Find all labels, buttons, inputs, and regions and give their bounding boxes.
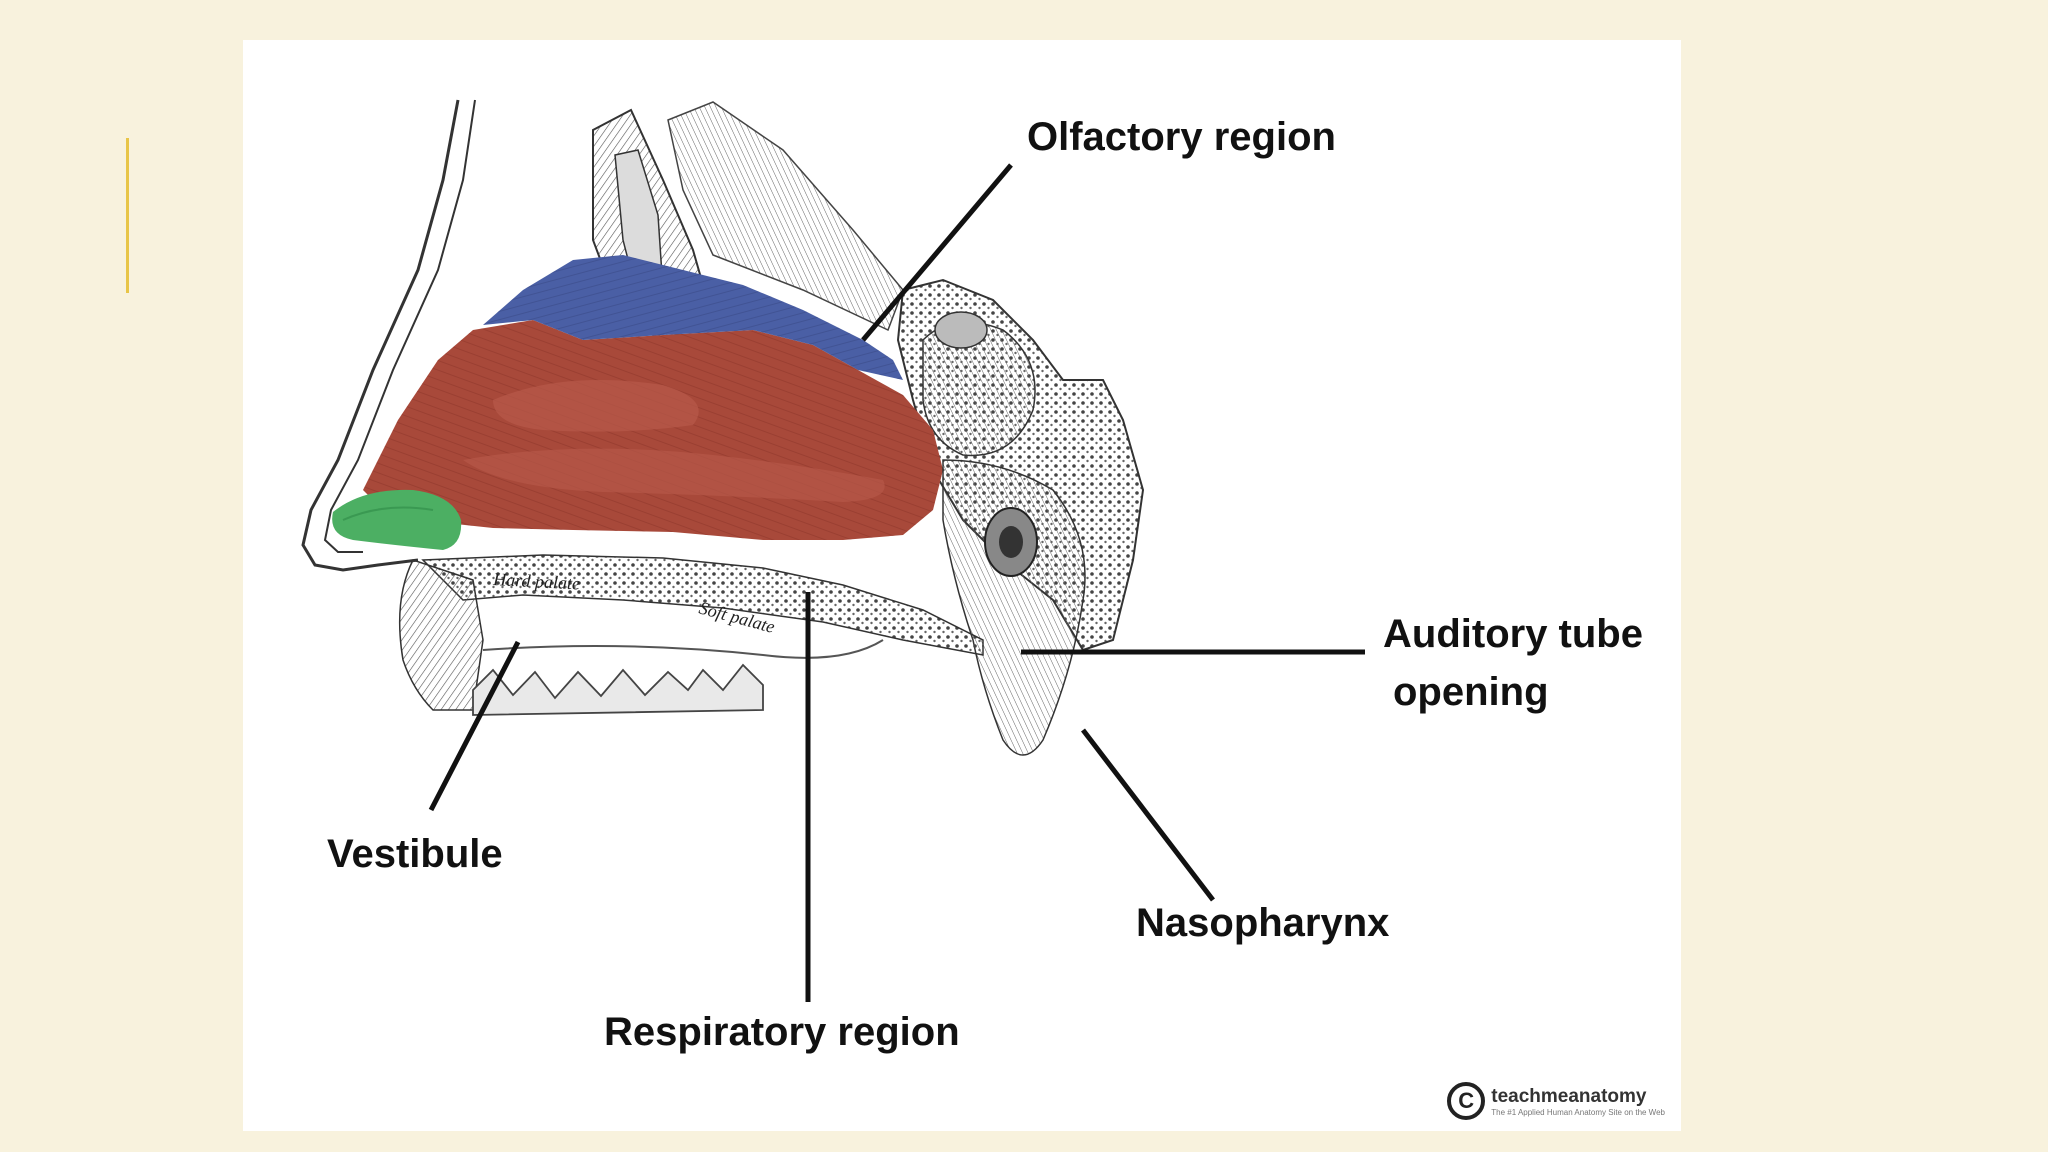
- upper-lip: [398, 559, 484, 711]
- figure-card: Hard palate Soft palate Olfactory region…: [243, 40, 1681, 1131]
- nasal-cavity-illustration: Hard palate Soft palate: [301, 99, 1365, 1002]
- vestibule-pointer: [428, 640, 521, 812]
- credit-tagline: The #1 Applied Human Anatomy Site on the…: [1491, 1107, 1665, 1117]
- oral-cavity: [482, 639, 884, 659]
- credit-brand: teachmeanatomy: [1491, 1085, 1647, 1107]
- accent-bar: [126, 138, 129, 293]
- olfactory-pointer-line: [861, 163, 1013, 342]
- auditory-tube-label: Auditory tube opening: [1383, 605, 1643, 721]
- nose-outline: [301, 99, 460, 572]
- copyright-icon: C: [1447, 1082, 1486, 1120]
- teeth: [472, 663, 764, 716]
- vestibule-label: Vestibule: [327, 832, 503, 876]
- credit-badge: C teachmeanatomy The #1 Applied Human An…: [1447, 1079, 1665, 1123]
- olfactory-region-label: Olfactory region: [1027, 115, 1336, 159]
- ethnoid-bone: [667, 101, 904, 332]
- auditory-tube-label-line2: opening: [1393, 670, 1549, 714]
- nasopharynx-pointer-line: [1081, 728, 1215, 902]
- vestibule-region-shape: [332, 489, 462, 550]
- nasopharynx-shape: [942, 459, 1086, 756]
- sphenoid-sinus-small: [934, 311, 988, 349]
- auditory-tube-label-line1: Auditory tube: [1383, 612, 1643, 656]
- nasopharynx-label: Nasopharynx: [1136, 901, 1390, 945]
- hard-palate-shape: [421, 554, 984, 656]
- respiratory-region-label: Respiratory region: [604, 1010, 960, 1054]
- nose-inner-outline: [323, 99, 476, 553]
- hard-palate-label: Hard palate: [492, 569, 581, 594]
